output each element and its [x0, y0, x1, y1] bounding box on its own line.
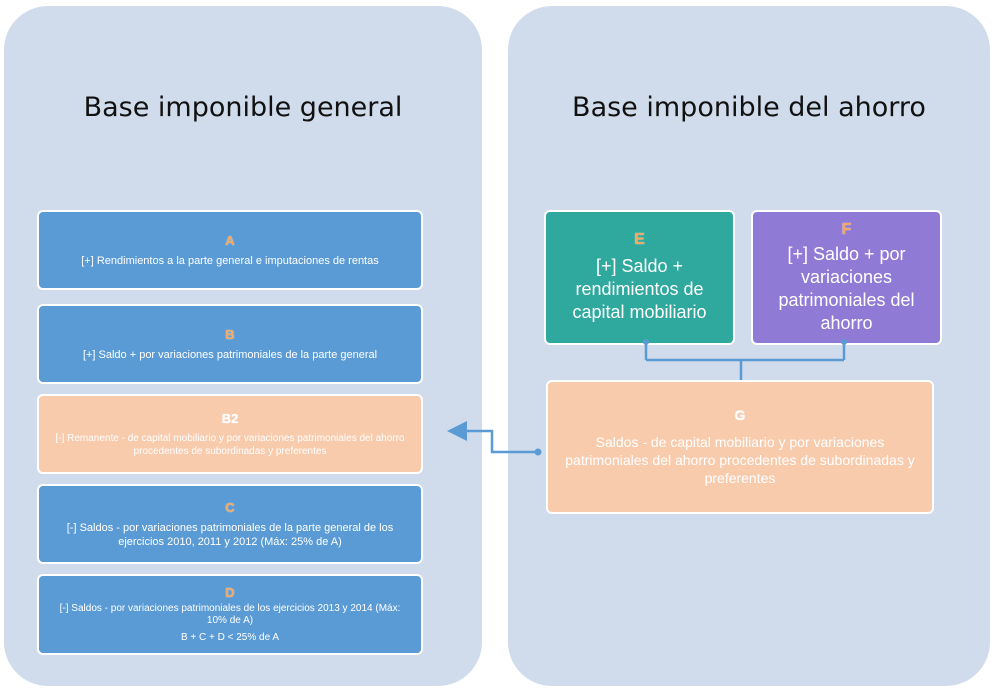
box-b: B [+] Saldo + por variaciones patrimonia… [37, 304, 423, 384]
box-f: F [+] Saldo + por variaciones patrimonia… [751, 210, 942, 345]
right-panel: Base imponible del ahorro [508, 6, 990, 686]
box-c: C [-] Saldos - por variaciones patrimoni… [37, 484, 423, 564]
box-f-letter: F [841, 220, 852, 238]
box-e-letter: E [634, 231, 645, 248]
box-b-text: [+] Saldo + por variaciones patrimoniale… [82, 348, 378, 361]
g-to-b2-arrow [447, 421, 542, 456]
box-d-formula: B + C + D < 25% de A [180, 631, 280, 643]
box-d-letter: D [225, 584, 235, 600]
g-to-ef-connector [643, 339, 847, 380]
box-f-text: [+] Saldo + por variaciones patrimoniale… [778, 243, 915, 333]
box-e-text: [+] Saldo + rendimientos de capital mobi… [572, 256, 707, 322]
box-c-letter: C [225, 499, 235, 515]
box-a-text: [+] Rendimientos a la parte general e im… [81, 254, 379, 267]
box-g-text: Saldos - de capital mobiliario y por var… [565, 434, 915, 486]
box-b-letter: B [225, 326, 235, 342]
box-c-text: [-] Saldos - por variaciones patrimonial… [66, 521, 394, 548]
right-panel-title: Base imponible del ahorro [572, 92, 926, 123]
box-b2: B2 [-] Remanente - de capital mobiliario… [37, 394, 423, 474]
box-a-letter: A [225, 232, 235, 248]
box-g-letter: G [734, 407, 746, 423]
box-a: A [+] Rendimientos a la parte general e … [37, 210, 423, 290]
box-e: E [+] Saldo + rendimientos de capital mo… [544, 210, 735, 345]
box-b2-text: [-] Remanente - de capital mobiliario y … [55, 432, 405, 457]
box-g: G Saldos - de capital mobiliario y por v… [546, 380, 934, 514]
left-panel-title: Base imponible general [83, 92, 403, 123]
box-d: D [-] Saldos - por variaciones patrimoni… [37, 574, 423, 655]
box-d-text: [-] Saldos - por variaciones patrimonial… [59, 602, 401, 626]
box-b2-letter: B2 [221, 410, 239, 426]
